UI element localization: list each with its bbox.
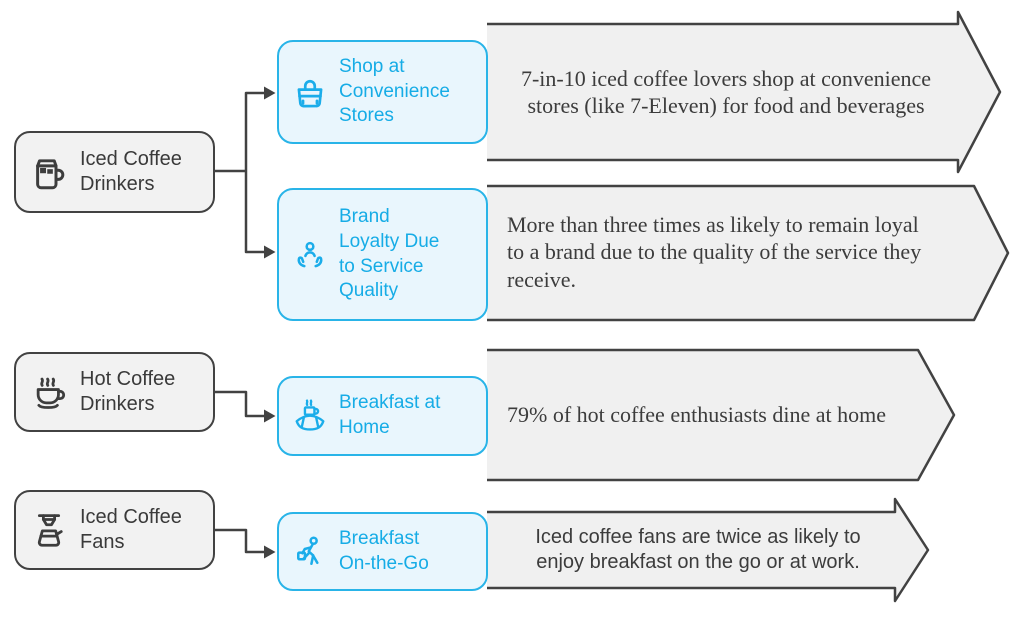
node-hot-coffee-drinkers: Hot Coffee Drinkers [14,352,215,432]
node-iced-coffee-drinkers: Iced Coffee Drinkers [14,131,215,213]
arrowhead-icon [264,245,276,259]
node-label: Brand Loyalty Due to Service Quality [339,206,440,302]
connector-elbow [213,390,266,418]
croissant-cup-icon [291,397,329,435]
person-on-the-go-icon [291,533,329,571]
node-breakfast-at-home: Breakfast at Home [277,376,488,456]
connector-branch [213,91,266,254]
iced-coffee-mug-icon [28,151,70,193]
hot-coffee-cup-icon [28,371,70,413]
node-label: Breakfast On-the-Go [339,527,429,574]
shopping-bag-icon [291,73,329,111]
fact-text-convenience: 7-in-10 iced coffee lovers shop at conve… [520,65,932,118]
fact-text-dine-home: 79% of hot coffee enthusiasts dine at ho… [507,402,886,428]
fact-arrow-banner [487,10,1002,174]
arrowhead-icon [264,86,276,100]
fact-arrow-banner [487,184,1010,322]
node-brand-loyalty: Brand Loyalty Due to Service Quality [277,188,488,321]
fact-text-loyalty: More than three times as likely to remai… [507,212,922,292]
node-label: Hot Coffee Drinkers [80,368,176,415]
coffee-dripper-icon [28,509,70,551]
fact-arrow-banner [487,348,956,482]
fact-arrow-banner [487,497,930,603]
customer-care-icon [291,236,329,274]
node-label: Shop at Convenience Stores [339,55,450,127]
node-label: Iced Coffee Fans [80,506,182,553]
node-label: Breakfast at Home [339,392,441,438]
node-breakfast-on-the-go: Breakfast On-the-Go [277,512,488,591]
fact-text-on-the-go: Iced coffee fans are twice as likely to … [535,526,861,573]
arrowhead-icon [264,545,276,559]
node-shop-convenience-stores: Shop at Convenience Stores [277,40,488,144]
node-label: Iced Coffee Drinkers [80,148,182,195]
connector-elbow [213,528,266,554]
node-iced-coffee-fans: Iced Coffee Fans [14,490,215,570]
arrowhead-icon [264,409,276,423]
